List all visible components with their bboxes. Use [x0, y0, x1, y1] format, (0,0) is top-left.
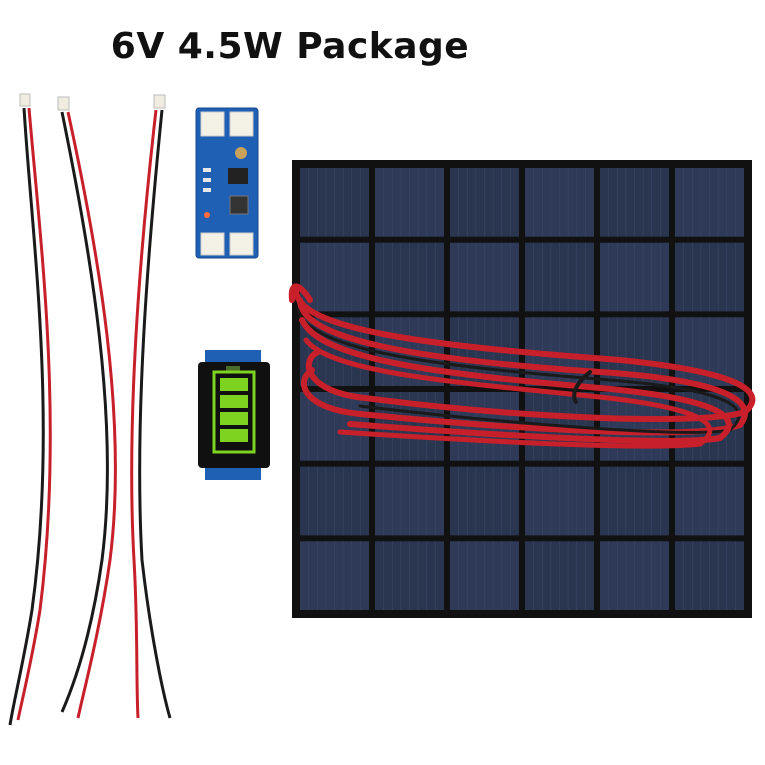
pcb-board: [195, 107, 259, 259]
package-title: 6V 4.5W Package: [110, 26, 470, 67]
smd-part: [203, 178, 211, 182]
status-led: [204, 212, 210, 218]
red-wire: [66, 111, 117, 719]
indicator-top-tab: [205, 350, 261, 364]
battery-outline: [212, 370, 256, 454]
red-wire: [16, 107, 52, 721]
level-bar: [220, 395, 248, 408]
smd-part: [203, 188, 211, 192]
wire-connector: [19, 93, 31, 107]
jumper-wire-pair-3: [130, 94, 172, 719]
potentiometer: [235, 147, 247, 159]
jumper-wire-pair-2: [57, 96, 117, 719]
black-wire: [138, 109, 172, 719]
level-bar: [220, 429, 248, 442]
battery-connector: [229, 111, 254, 137]
smd-part: [203, 168, 211, 172]
indicator-bottom-tab: [205, 466, 261, 480]
wire-connector: [57, 96, 70, 111]
wire-connector: [153, 94, 166, 109]
battery-level-indicator: [198, 350, 270, 480]
level-bar: [220, 412, 248, 425]
black-wire: [60, 111, 109, 713]
battery-terminal: [226, 366, 240, 372]
inductor: [229, 195, 249, 215]
level-bar: [220, 378, 248, 391]
input-connector: [200, 111, 225, 137]
output-connector: [200, 232, 225, 256]
jumper-wire-pair-1: [8, 93, 52, 726]
red-wire: [130, 109, 158, 719]
coiled-output-cable: [288, 283, 756, 449]
controller-chip: [228, 168, 248, 184]
aux-connector: [229, 232, 254, 256]
black-wire: [8, 107, 45, 726]
solar-charge-module: [195, 107, 259, 259]
